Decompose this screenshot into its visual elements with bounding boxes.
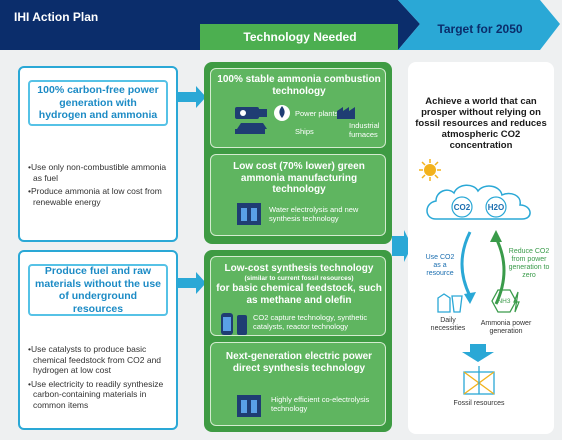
bullet-item: •Use only non-combustible ammonia as fue… [28, 162, 167, 183]
nh3-label: NH3 [497, 298, 511, 305]
action-plan-heading-2: Produce fuel and raw materials without t… [28, 264, 168, 316]
header-target: Target for 2050 [437, 22, 523, 36]
label-daily-necessities: Daily necessities [430, 317, 466, 332]
action-plan-box-2: Produce fuel and raw materials without t… [18, 250, 178, 430]
electrolysis-icon [237, 203, 261, 225]
bullet-item: •Use electricity to readily synthesize c… [28, 378, 164, 410]
tech-card-low-cost-synthesis: Low-cost synthesis technology (similar t… [210, 256, 386, 336]
flame-icon [274, 105, 290, 121]
bullet-item: •Use catalysts to produce basic chemical… [28, 344, 162, 375]
cloud-co2: CO2 [453, 203, 471, 212]
connector-arrow-right [392, 230, 412, 262]
co2-h2o-cloud-icon [419, 159, 531, 220]
label-industrial-furnaces: Industrial furnaces [349, 121, 380, 139]
tech-card-title: Low cost (70% lower) green ammonia manuf… [233, 161, 365, 195]
target-goal: Achieve a world that can prosper without… [415, 96, 547, 151]
header-arrow-bar [0, 0, 560, 50]
tech-card-direct-synthesis: Next-generation electric power direct sy… [210, 342, 386, 426]
tech-card-title: Next-generation electric power direct sy… [225, 351, 373, 374]
co-electrolysis-icon [237, 395, 261, 417]
reactor-icon [221, 313, 247, 335]
tech-card-ammonia-combustion: 100% stable ammonia combustion technolog… [210, 68, 386, 148]
action-plan-bullets-2: •Use catalysts to produce basic chemical… [28, 344, 174, 413]
ammonia-power-icon [491, 289, 520, 313]
tech-card-title-2: for basic chemical feedstock, such as me… [216, 283, 382, 306]
tech-card-detail: CO2 capture technology, synthetic cataly… [253, 313, 368, 331]
label-ammonia-power: Ammonia power generation [480, 320, 532, 335]
label-fossil-resources: Fossil resources [453, 400, 505, 407]
power-plant-icon [235, 107, 267, 134]
header-technology-needed: Technology Needed [243, 30, 357, 44]
tech-card-detail: Highly efficient co-electrolysis technol… [271, 395, 370, 413]
co2-cycle-arrows [460, 230, 506, 305]
bullet-item: •Produce ammonia at low cost from renewa… [28, 186, 162, 207]
action-plan-bullets-1: •Use only non-combustible ammonia as fue… [28, 162, 174, 210]
tech-card-title: Low-cost synthesis technology [224, 263, 374, 274]
tech-card-detail: Water electrolysis and new synthesis tec… [269, 205, 359, 223]
cloud-h2o: H2O [487, 203, 505, 212]
blocked-arrow [462, 344, 494, 362]
action-plan-box-1: 100% carbon-free power generation with h… [18, 66, 178, 242]
factory-icon [337, 107, 355, 119]
tech-card-subtitle: (similar to current fossil resources) [244, 275, 354, 282]
daily-necessities-icon [437, 293, 463, 313]
label-power-plants: Power plants [295, 109, 339, 118]
label-use-co2: Use CO2 as a resource [425, 254, 455, 277]
target-2050-panel: Achieve a world that can prosper without… [408, 62, 554, 434]
label-ships: Ships [295, 127, 314, 136]
action-plan-heading-1: 100% carbon-free power generation with h… [28, 80, 168, 126]
header-title: IHI Action Plan [14, 10, 99, 24]
label-reduce-co2: Reduce CO2 from power generation to zero [508, 248, 550, 279]
action-plan-heading-2-text: Produce fuel and raw materials without t… [34, 265, 162, 315]
tech-card-title: 100% stable ammonia combustion technolog… [217, 74, 381, 97]
fossil-resources-icon [463, 366, 495, 395]
tech-card-green-ammonia: Low cost (70% lower) green ammonia manuf… [210, 154, 386, 236]
action-plan-heading-1-text: 100% carbon-free power generation with h… [37, 84, 159, 122]
connector-arrows [178, 86, 206, 294]
